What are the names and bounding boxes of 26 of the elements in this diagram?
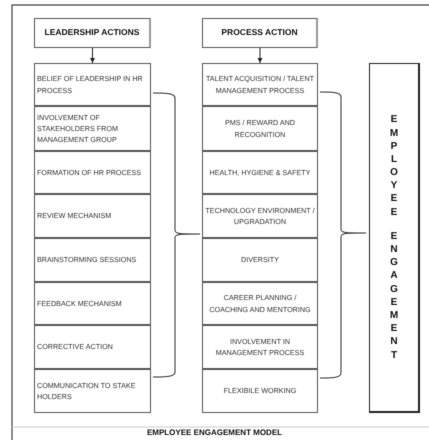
item-box xyxy=(34,63,151,106)
vertical-label: ENGAGEMENT xyxy=(389,230,399,362)
column-header-box xyxy=(34,18,151,48)
item-box xyxy=(202,238,318,282)
item-box xyxy=(202,325,318,369)
item-box xyxy=(34,325,151,369)
item-box xyxy=(34,369,151,413)
item-box xyxy=(202,369,318,413)
item-box xyxy=(202,194,318,238)
item-box xyxy=(202,106,318,151)
vertical-label: EMPLOYEE xyxy=(389,113,399,219)
item-box xyxy=(34,194,151,238)
item-box xyxy=(202,151,318,194)
item-box xyxy=(34,282,151,325)
column-heading: LEADERSHIP ACTIONS xyxy=(44,27,140,39)
column-heading: PROCESS ACTION xyxy=(221,27,298,39)
arrow xyxy=(258,48,262,64)
item-box xyxy=(202,63,318,106)
arrow xyxy=(90,48,95,64)
result-box xyxy=(369,63,420,413)
caption: EMPLOYEE ENGAGEMENT MODEL xyxy=(146,428,282,437)
item-box xyxy=(34,151,151,194)
column-header-box xyxy=(202,18,318,48)
item-box xyxy=(202,282,318,325)
item-box xyxy=(34,106,151,151)
item-box xyxy=(34,238,151,282)
